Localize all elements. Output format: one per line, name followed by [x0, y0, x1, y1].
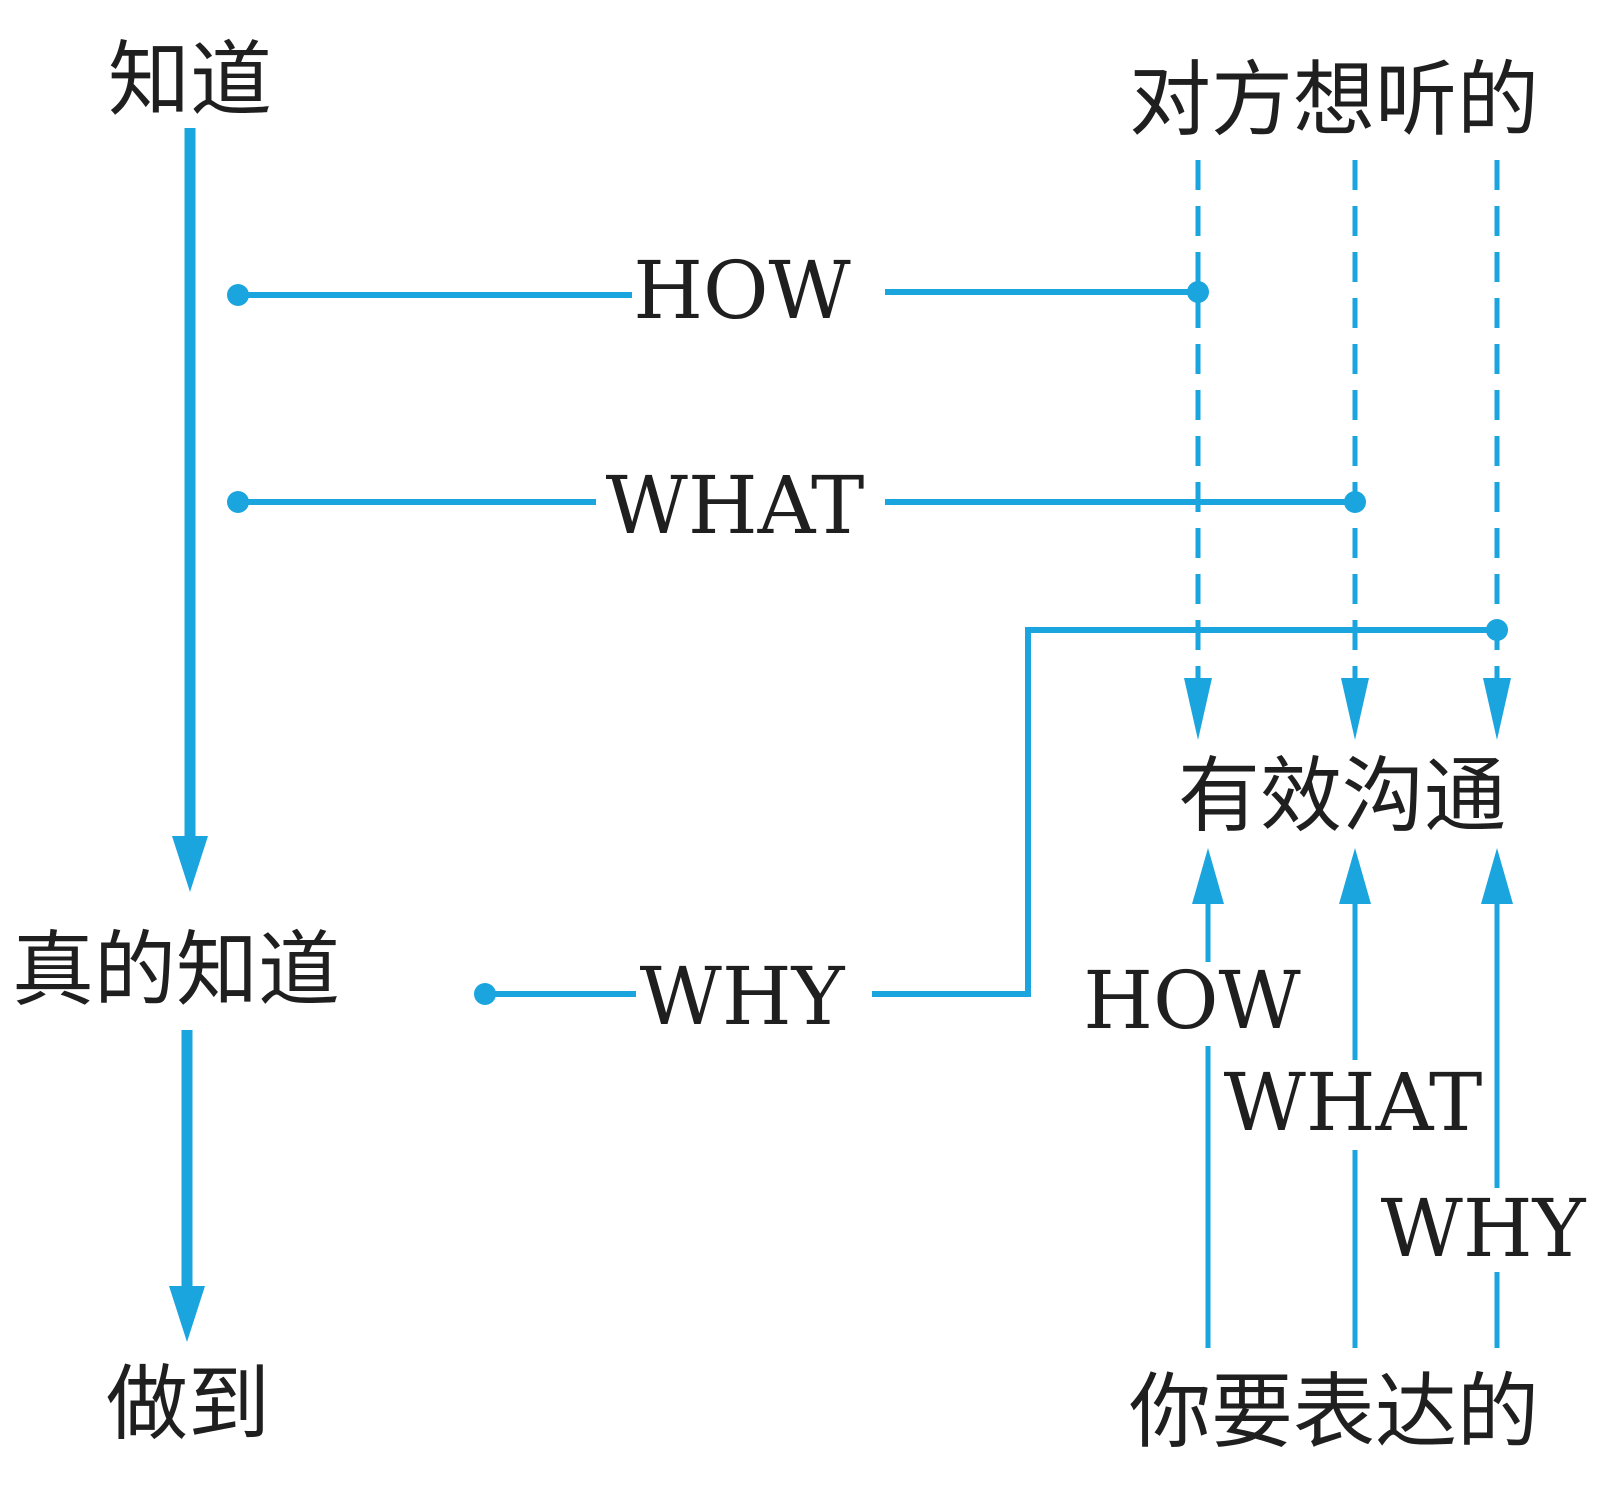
- arrow-know-to-truly-know-head: [172, 836, 208, 892]
- why-link-elbow: [872, 627, 1497, 997]
- how-link: [227, 281, 1209, 306]
- label-truly-know: 真的知道: [12, 923, 340, 1018]
- how-up-arrow-head: [1192, 848, 1224, 904]
- label-know: 知道: [108, 33, 272, 128]
- what-column-arrow: [1341, 678, 1369, 740]
- label-speaker-expresses: 你要表达的: [1129, 1365, 1539, 1460]
- why-column-arrow: [1483, 678, 1511, 740]
- what-link: [227, 491, 1366, 513]
- label-how: HOW: [633, 244, 851, 337]
- labels: 知道 真的知道 做到 对方想听的 有效沟通 你要表达的 HOW WHAT WHY…: [12, 33, 1587, 1460]
- how-column-arrow: [1184, 678, 1212, 740]
- label-do: 做到: [106, 1357, 270, 1452]
- why-up-arrow-head: [1481, 848, 1513, 904]
- label-bottom-what: WHAT: [1224, 1056, 1483, 1149]
- label-bottom-why: WHY: [1381, 1182, 1587, 1275]
- arrow-truly-know-to-do-head: [169, 1286, 205, 1342]
- how-link-end-dot: [1187, 281, 1209, 303]
- label-bottom-how: HOW: [1083, 954, 1301, 1047]
- why-link-end-dot: [1486, 619, 1508, 641]
- what-up-arrow-head: [1339, 848, 1371, 904]
- label-what: WHAT: [606, 459, 865, 552]
- what-link-end-dot: [1344, 491, 1366, 513]
- why-link: [474, 619, 1508, 1005]
- label-why: WHY: [640, 950, 846, 1043]
- listener-columns: [1184, 160, 1511, 740]
- left-flow: [169, 128, 208, 1342]
- speaker-columns: [1192, 848, 1513, 1348]
- label-listener-wants: 对方想听的: [1129, 53, 1539, 148]
- label-effective-communication: 有效沟通: [1178, 749, 1506, 844]
